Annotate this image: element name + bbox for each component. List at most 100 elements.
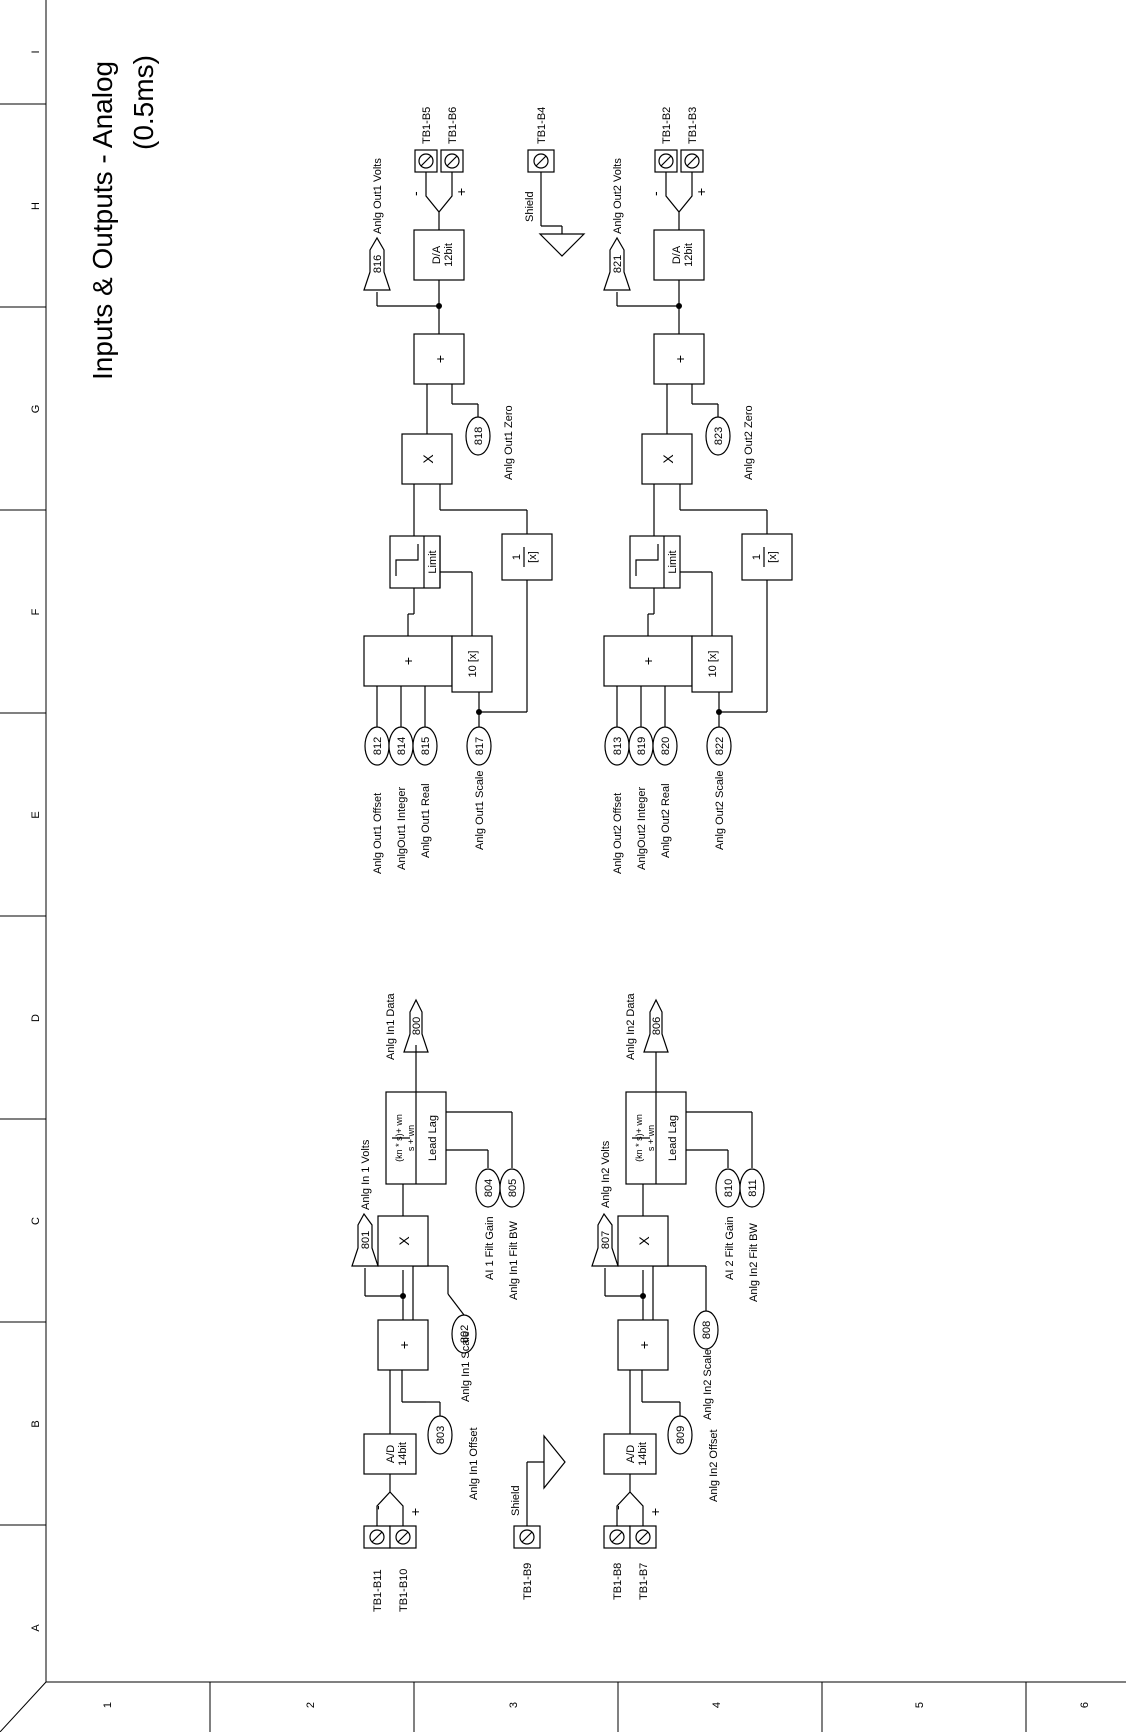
param-805 <box>499 1168 525 1208</box>
recip-block-out1 <box>501 533 553 581</box>
param-821 <box>603 236 631 291</box>
out1-minus-sign: - <box>407 191 423 196</box>
screw-icon <box>444 153 460 169</box>
analog-input-2: TB1-B8 TB1-B7 - + A/D 14bit 809 Anlg In2… <box>591 992 765 1600</box>
param-816-label: Anlg Out1 Volts <box>372 158 384 234</box>
col-label-4: 4 <box>711 1702 723 1708</box>
param-812-label: Anlg Out1 Offset <box>372 793 384 874</box>
param-810-label: AI 2 Filt Gain <box>724 1216 736 1280</box>
screw-icon <box>369 1529 385 1545</box>
adc-block-in1 <box>363 1433 417 1475</box>
limit-out2-label: Limit <box>667 550 679 573</box>
row-label-a: A <box>30 1624 42 1632</box>
mult-block-in1 <box>377 1215 429 1267</box>
times10-out2-label: 10 [x] <box>707 651 719 678</box>
param-800-label: Anlg In1 Data <box>385 992 397 1060</box>
row-label-i: I <box>30 50 42 53</box>
terminal-block-out2 <box>654 149 704 173</box>
shield-in-label: Shield <box>510 1485 522 1516</box>
sum-out1-sign: + <box>400 657 416 665</box>
param-814-label: AnlgOut1 Integer <box>396 786 408 870</box>
adc-block-in2 <box>603 1433 657 1475</box>
leadlag-in1-num: (kn * s)+ wn <box>394 1114 404 1162</box>
param-803-label: Anlg In1 Offset <box>468 1427 480 1500</box>
param-807-label: Anlg In2 Volts <box>600 1140 612 1208</box>
shield-out-tb: TB1-B4 <box>536 107 548 144</box>
param-816 <box>363 236 391 291</box>
sum-in1-sign: + <box>396 1341 412 1349</box>
recip-out2-bot: [x] <box>767 551 779 563</box>
row-label-c: C <box>30 1217 42 1225</box>
mult-block-out1 <box>401 433 453 485</box>
dac-out1-label: D/A <box>431 245 443 264</box>
row-label-e: E <box>30 811 42 818</box>
param-807-num: 807 <box>600 1231 612 1249</box>
col-label-1: 1 <box>102 1702 114 1708</box>
tb-out1-minus: TB1-B5 <box>421 107 433 144</box>
sum2-out2-sign: + <box>672 355 688 363</box>
out2-minus-sign: - <box>647 191 663 196</box>
param-805-num: 805 <box>507 1179 519 1197</box>
param-815-label: Anlg Out1 Real <box>420 783 432 858</box>
col-label-2: 2 <box>305 1702 317 1708</box>
param-816-num: 816 <box>372 255 384 273</box>
out1-plus-sign: + <box>453 188 469 196</box>
screw-icon <box>418 153 434 169</box>
analog-input-1: TB1-B11 TB1-B10 - + A/D 14bit 803 Anlg I… <box>351 992 525 1612</box>
dac-out2-label: D/A <box>671 245 683 264</box>
analog-output-1: 812 814 815 Anlg Out1 Offset AnlgOut1 In… <box>363 107 553 874</box>
leadlag-in2-name: Lead Lag <box>667 1115 679 1161</box>
tb-out1-plus: TB1-B6 <box>447 107 459 144</box>
param-818-label: Anlg Out1 Zero <box>503 405 515 480</box>
tb-out2-minus: TB1-B2 <box>661 107 673 144</box>
param-820-label: Anlg Out2 Real <box>660 783 672 858</box>
param-821-label: Anlg Out2 Volts <box>612 158 624 234</box>
sum2-out1-sign: + <box>432 355 448 363</box>
param-809-label: Anlg In2 Offset <box>708 1429 720 1502</box>
param-823-num: 823 <box>713 427 725 445</box>
screw-icon <box>395 1529 411 1545</box>
param-821-num: 821 <box>612 255 624 273</box>
param-801-num: 801 <box>360 1231 372 1249</box>
param-806-num: 806 <box>651 1017 663 1035</box>
param-819-label: AnlgOut2 Integer <box>636 786 648 870</box>
times10-block-out1 <box>451 635 493 693</box>
mult-block-out2 <box>641 433 693 485</box>
ground-icon <box>543 1434 566 1490</box>
recip-out1-top: 1 <box>511 554 523 560</box>
adc-in2-label: A/D <box>625 1445 637 1463</box>
leadlag-in1-name: Lead Lag <box>427 1115 439 1161</box>
col-label-3: 3 <box>508 1702 520 1708</box>
screw-icon <box>658 153 674 169</box>
param-809-num: 809 <box>675 1426 687 1444</box>
mult-in1-sign: X <box>396 1236 412 1246</box>
param-801 <box>351 1212 379 1267</box>
analog-output-2: 813 819 820 Anlg Out2 Offset AnlgOut2 In… <box>603 107 793 874</box>
shield-out: TB1-B4 Shield <box>524 107 586 257</box>
terminal-block-in2 <box>603 1525 657 1549</box>
mult-out2-sign: X <box>660 454 676 464</box>
param-815-num: 815 <box>420 737 432 755</box>
screw-icon <box>635 1529 651 1545</box>
mult-block-in2 <box>617 1215 669 1267</box>
sum-out2-sign: + <box>640 657 656 665</box>
row-label-g: G <box>30 405 42 414</box>
param-820-num: 820 <box>660 737 672 755</box>
param-805-label: Anlg In1 Filt BW <box>508 1221 520 1300</box>
sum-block-in1 <box>377 1319 429 1371</box>
page-subtitle: (0.5ms) <box>128 55 159 150</box>
param-804-num: 804 <box>483 1179 495 1197</box>
col-label-6: 6 <box>1079 1702 1091 1708</box>
shield-in-tb: TB1-B9 <box>522 1563 534 1600</box>
ground-icon <box>538 233 586 257</box>
times10-out1-label: 10 [x] <box>467 651 479 678</box>
param-822-num: 822 <box>714 737 726 755</box>
param-800-num: 800 <box>411 1017 423 1035</box>
param-808-label: Anlg In2 Scale <box>702 1349 714 1420</box>
adc-in1-label: A/D <box>385 1445 397 1463</box>
terminal-block-in1 <box>363 1525 417 1549</box>
param-813-label: Anlg Out2 Offset <box>612 793 624 874</box>
limit-out1-label: Limit <box>427 550 439 573</box>
screw-icon <box>533 153 549 169</box>
